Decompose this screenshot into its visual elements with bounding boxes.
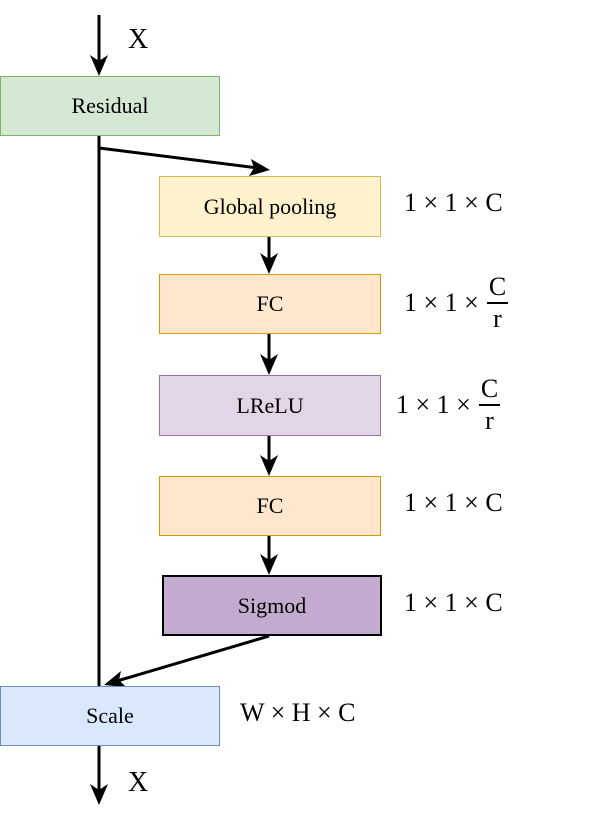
residual-block: Residual (0, 76, 220, 136)
fc1-fraction: C r (486, 272, 509, 334)
lrelu-dim: 1 × 1 × C r (396, 374, 501, 436)
scale-block: Scale (0, 686, 220, 746)
global-pooling-label: Global pooling (203, 193, 337, 219)
lrelu-fraction: C r (478, 374, 501, 436)
fc2-dim: 1 × 1 × C (404, 488, 503, 517)
fc2-label: FC (256, 493, 284, 518)
fc1-dim: 1 × 1 × C r (404, 272, 509, 334)
fc1-label: FC (256, 291, 284, 316)
lrelu-label: LReLU (236, 392, 304, 418)
sigmod-dim: 1 × 1 × C (404, 588, 503, 617)
scale-dim: W × H × C (240, 698, 356, 727)
merge-arrow (116, 634, 270, 683)
sigmod-label: Sigmod (237, 592, 307, 618)
global-pooling-dim: 1 × 1 × C (404, 188, 503, 217)
fc2-block: FC (159, 476, 381, 536)
sigmod-block: Sigmod (162, 575, 382, 636)
global-pooling-block: Global pooling (159, 176, 381, 237)
lrelu-block: LReLU (159, 375, 381, 436)
output-x-label: X (128, 767, 149, 798)
input-x-label: X (128, 24, 149, 55)
branch-arrow (98, 146, 259, 170)
scale-label: Scale (86, 703, 134, 728)
residual-label: Residual (71, 93, 149, 118)
fc1-block: FC (159, 274, 381, 334)
